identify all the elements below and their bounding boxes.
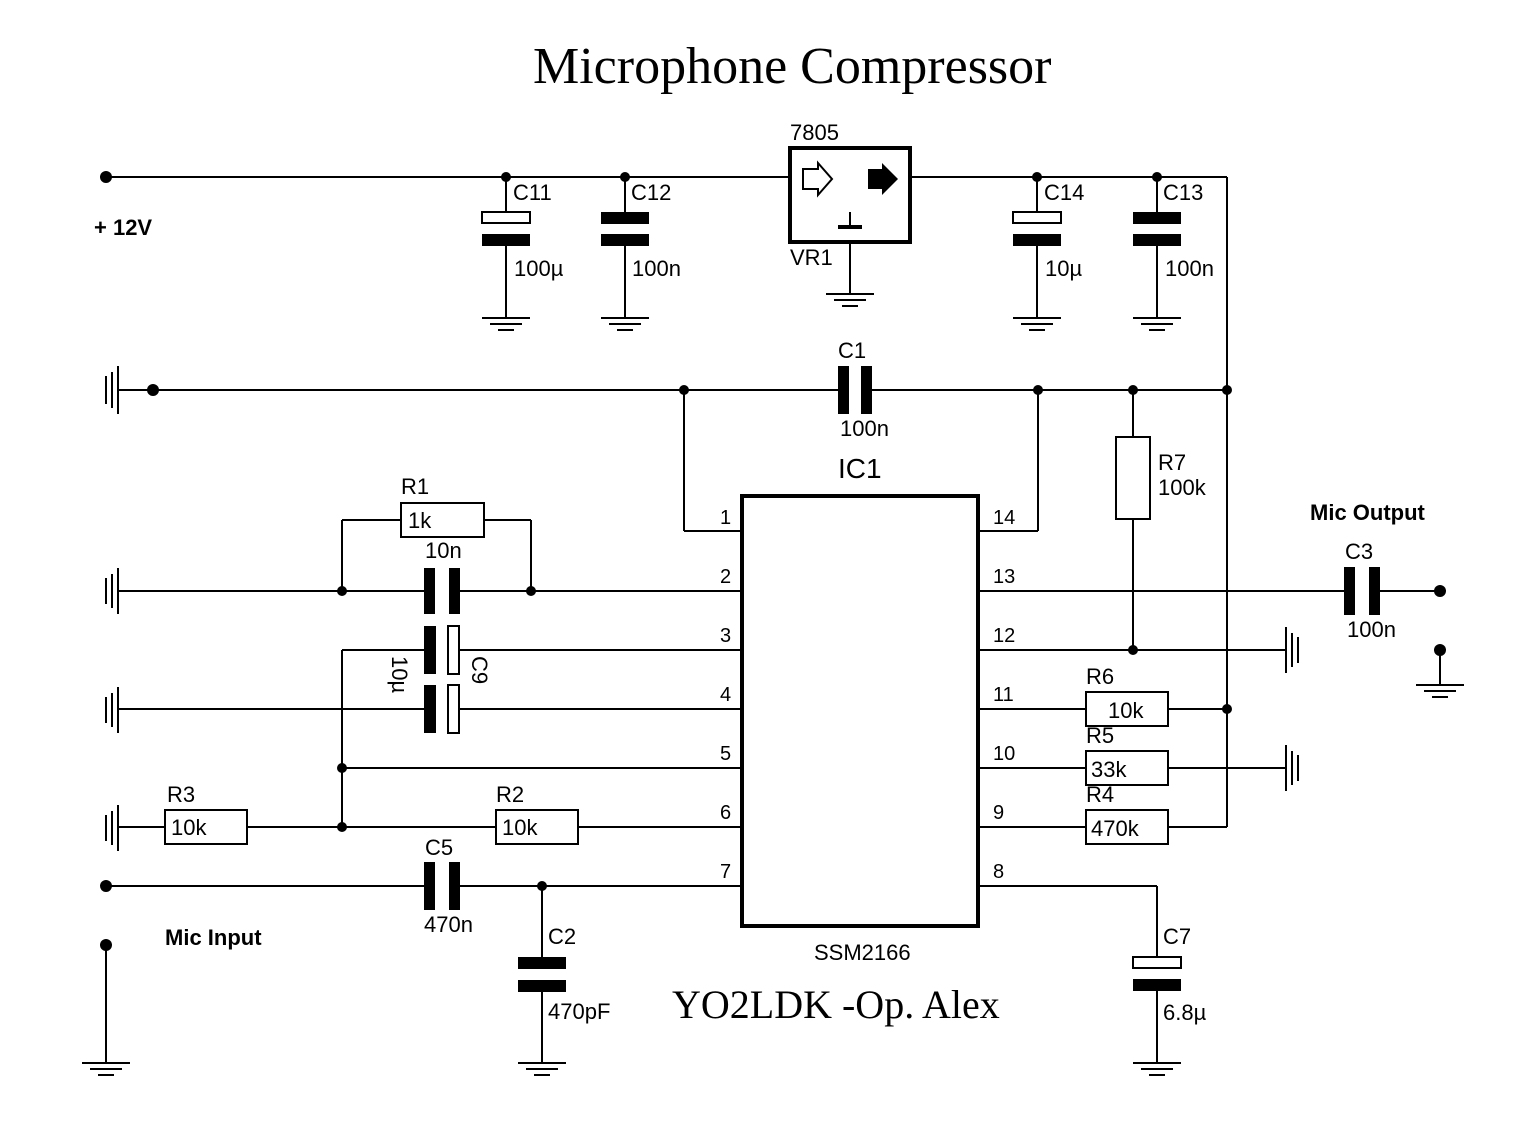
regulator-vr1 [788,146,912,307]
r6-value: 10k [1108,698,1144,723]
supply-label: + 12V [94,215,152,240]
r1-ref: R1 [401,474,429,499]
c2-ref: C2 [548,924,576,949]
c9-ref: C9 [467,656,492,684]
r3-value: 10k [171,815,207,840]
c7-value: 6.8µ [1163,1000,1207,1025]
r1-value: 1k [408,508,432,533]
pin-8-label: 8 [993,861,1004,883]
pin11-network [978,691,1232,727]
c10n-value: 10n [425,538,462,563]
pin-1-label: 1 [720,507,731,529]
capacitor-c1 [838,366,872,414]
pin-3-label: 3 [720,625,731,647]
c13-value: 100n [1165,256,1214,281]
pin3-pin4-network [105,625,742,827]
pin12-network [978,627,1299,673]
input-arrow-icon [802,160,834,198]
ic-ref: IC1 [838,453,882,484]
resistor-r6 [1085,691,1169,727]
r5-ref: R5 [1086,723,1114,748]
r6-ref: R6 [1086,664,1114,689]
c5-value: 470n [424,912,473,937]
pin8-network [978,885,1182,1076]
mic-output-label: Mic Output [1310,500,1426,525]
c3-ref: C3 [1345,539,1373,564]
capacitor-c9 [424,626,436,674]
c11-value: 100µ [514,256,564,281]
author-credit: YO2LDK -Op. Alex [672,982,1000,1027]
pin-13-label: 13 [993,566,1015,588]
supply-rail [100,171,1228,827]
mic-input-label: Mic Input [165,925,262,950]
capacitor-c14 [1012,177,1062,331]
pin-6-label: 6 [720,802,731,824]
ic-part: SSM2166 [814,940,911,965]
resistor-r3 [164,809,248,845]
regulator-part: 7805 [790,120,839,145]
r3-ref: R3 [167,782,195,807]
pin2-network [105,502,742,614]
c12-ref: C12 [631,180,671,205]
c1-ref: C1 [838,338,866,363]
capacitor-c3 [1344,567,1355,615]
c3-value: 100n [1347,617,1396,642]
pin-12-label: 12 [993,625,1015,647]
mic-output-network [978,567,1464,698]
capacitor-10n [424,568,435,614]
pin-10-label: 10 [993,743,1015,765]
c13-ref: C13 [1163,180,1203,205]
c11-ref: C11 [513,180,552,205]
capacitor-c11 [481,177,531,331]
r7-value: 100k [1158,475,1207,500]
r5-value: 33k [1091,757,1127,782]
resistor-r7 [1115,390,1151,650]
mic-input-network [82,862,742,1076]
r2-ref: R2 [496,782,524,807]
c1-row [105,366,1232,532]
c2-value: 470pF [548,999,610,1024]
diagram-title: Microphone Compressor [533,38,1051,95]
r7-ref: R7 [1158,450,1186,475]
r4-ref: R4 [1086,782,1114,807]
pin-14-label: 14 [993,507,1015,529]
pin9-network [978,809,1227,845]
pin-7-label: 7 [720,861,731,883]
c5-ref: C5 [425,835,453,860]
pin-11-label: 11 [993,684,1014,706]
pin-5-label: 5 [720,743,731,765]
c14-value: 10µ [1045,256,1082,281]
c14-ref: C14 [1044,180,1084,205]
pin10-network [978,745,1299,791]
pin-2-label: 2 [720,566,731,588]
capacitor-c7 [1132,956,1182,969]
mic-output-terminal [1434,585,1446,597]
pin-9-label: 9 [993,802,1004,824]
r4-value: 470k [1091,816,1140,841]
supply-terminal [100,171,112,183]
pin5-pin6-network [105,763,742,851]
c7-ref: C7 [1163,924,1191,949]
c12-value: 100n [632,256,681,281]
capacitor-c13 [1133,177,1181,331]
regulator-ref: VR1 [790,245,833,270]
capacitor-c5 [424,862,435,910]
capacitor-c2 [518,957,566,969]
capacitor-c12 [601,177,649,331]
ic1-chip [740,494,980,928]
c1-value: 100n [840,416,889,441]
c9-value: 10µ [387,656,412,693]
pin-4-label: 4 [720,684,731,706]
resistor-r1 [400,502,485,538]
output-arrow-icon [868,163,898,195]
r2-value: 10k [502,815,538,840]
